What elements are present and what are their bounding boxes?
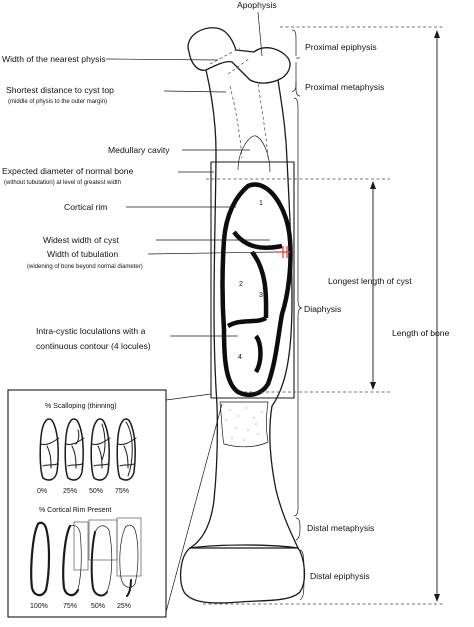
label-shortest-distance-sub: (middle of physis to the outer margin) bbox=[8, 99, 107, 105]
locule-number: 1 bbox=[259, 200, 263, 207]
scalloping-glyph-0 bbox=[39, 418, 60, 481]
cortical-rim-glyph-100 bbox=[30, 521, 51, 597]
label-distal-epiphysis: Distal epiphysis bbox=[310, 571, 370, 581]
grading-inset: % Scalloping (thinning) 0% 25% 50% 75% bbox=[7, 389, 223, 618]
bone bbox=[179, 27, 306, 604]
label-widest-width: Widest width of cyst bbox=[43, 235, 120, 245]
label-loculations-line1: Intra-cystic loculations with a bbox=[36, 326, 146, 336]
cortical-rim-value-3: 25% bbox=[117, 603, 131, 610]
cortical-rim-glyphs bbox=[30, 517, 142, 597]
locule-number: 4 bbox=[238, 354, 242, 361]
label-nearest-physis: Width of the nearest physis bbox=[2, 54, 106, 64]
leader-lines bbox=[105, 11, 277, 337]
cortical-rim-value-2: 50% bbox=[91, 603, 105, 610]
bone-length-arrow bbox=[434, 30, 440, 602]
cortical-rim-value-0: 100% bbox=[30, 603, 48, 610]
label-shortest-distance: Shortest distance to cyst top bbox=[6, 85, 114, 95]
locule-number: 2 bbox=[239, 281, 243, 288]
diaphysis-box bbox=[210, 161, 295, 399]
scalloping-value-1: 25% bbox=[63, 488, 77, 495]
cyst-outer-contour bbox=[220, 182, 293, 397]
cortical-rim-glyph-75 bbox=[62, 521, 89, 597]
bone-shaft-right bbox=[269, 79, 299, 549]
cortical-rim-value-1: 75% bbox=[63, 603, 77, 610]
scalloping-value-2: 50% bbox=[89, 488, 103, 495]
right-brackets bbox=[291, 29, 305, 601]
label-length-of-bone: Length of bone bbox=[392, 328, 450, 338]
locule-divider-1 bbox=[232, 230, 283, 250]
proximal-head bbox=[187, 27, 291, 84]
scalloping-glyph-2 bbox=[90, 418, 111, 481]
distal-condyles bbox=[179, 547, 306, 604]
scalloping-title: % Scalloping (thinning) bbox=[45, 403, 117, 410]
proximal-physis-line bbox=[209, 47, 241, 65]
scalloping-value-3: 75% bbox=[115, 488, 129, 495]
label-apophysis: Apophysis bbox=[237, 0, 277, 10]
locule-number: 3 bbox=[259, 292, 263, 299]
label-distal-metaphysis: Distal metaphysis bbox=[307, 523, 374, 533]
label-diaphysis: Diaphysis bbox=[304, 304, 341, 314]
label-cortical-rim: Cortical rim bbox=[64, 202, 107, 212]
label-proximal-epiphysis: Proximal epiphysis bbox=[305, 42, 377, 52]
label-longest-length: Longest length of cyst bbox=[328, 276, 412, 286]
label-width-tubulation: Width of tubulation bbox=[47, 249, 118, 259]
scalloping-value-0: 0% bbox=[37, 488, 47, 495]
cyst bbox=[220, 182, 293, 397]
label-expected-diameter: Expected diameter of normal bone bbox=[2, 166, 134, 176]
label-loculations-line2: continuous contour (4 locules) bbox=[36, 341, 151, 351]
bone-shaft-left bbox=[189, 69, 219, 549]
scalloping-glyph-1 bbox=[64, 418, 85, 481]
medullary-cavity-outline bbox=[229, 83, 269, 159]
label-proximal-metaphysis: Proximal metaphysis bbox=[305, 82, 384, 92]
cortical-rim-title: % Cortical Rim Present bbox=[39, 507, 111, 514]
locule-divider-3 bbox=[226, 315, 268, 329]
label-width-tubulation-sub: (widening of bone beyond normal diameter… bbox=[27, 264, 143, 270]
widest-width-marker bbox=[276, 246, 290, 258]
reference-lines bbox=[203, 26, 444, 605]
label-medullary-cavity: Medullary cavity bbox=[108, 145, 170, 155]
locule-divider-2 bbox=[250, 250, 269, 319]
longest-length-arrow bbox=[370, 181, 376, 390]
label-expected-diameter-sub: (without tubulation) at level of greates… bbox=[4, 180, 121, 186]
scalloping-glyphs bbox=[39, 418, 137, 481]
scalloping-glyph-3 bbox=[116, 418, 137, 481]
distal-bony-bar bbox=[219, 401, 269, 448]
cortical-rim-glyph-25 bbox=[116, 517, 142, 597]
